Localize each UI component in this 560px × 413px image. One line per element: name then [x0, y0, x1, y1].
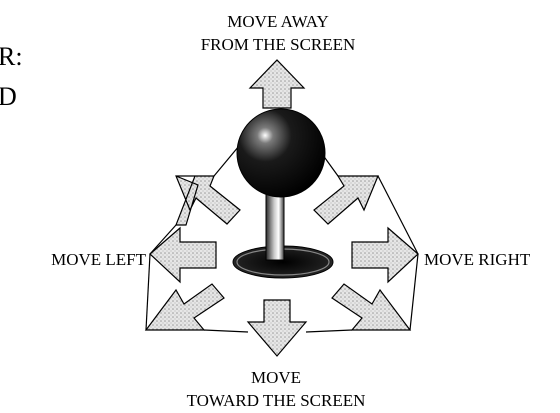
label-move-away-line2: FROM THE SCREEN: [201, 35, 356, 54]
arrow-up-icon: [250, 60, 304, 108]
arrow-down-left-icon: [146, 284, 224, 330]
label-move-toward-line2: TOWARD THE SCREEN: [187, 391, 366, 410]
joystick: [233, 109, 333, 278]
label-move-toward-line1: MOVE: [251, 368, 301, 387]
arrow-down-right-icon: [332, 284, 410, 330]
arrow-up-right-icon: [314, 176, 378, 224]
arrow-down-icon: [248, 300, 306, 356]
arrow-right-icon: [352, 228, 418, 282]
arrow-left-icon: [150, 228, 216, 282]
arrow-up-left-icon: [176, 176, 240, 225]
label-move-right: MOVE RIGHT: [424, 250, 531, 269]
label-move-left: MOVE LEFT: [51, 250, 147, 269]
label-move-away-line1: MOVE AWAY: [227, 12, 328, 31]
joystick-shaft: [266, 188, 284, 260]
joystick-ball: [237, 109, 325, 197]
